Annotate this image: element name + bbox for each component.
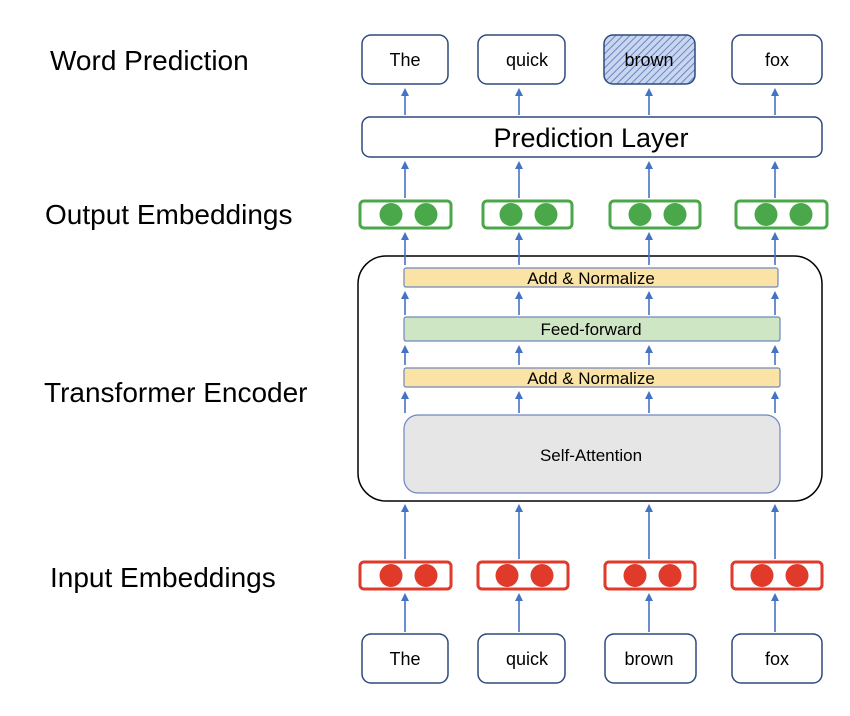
input-word-box [604,633,697,684]
output-embeddings [358,199,829,230]
input-word-the: The [389,649,420,669]
feed-forward-label: Feed-forward [540,320,641,339]
input-embedding [358,560,453,591]
input-embedding [730,560,824,591]
output-embedding [358,199,453,230]
row-label-transformer-encoder: Transformer Encoder [44,377,308,408]
output-word-boxes: The quick brown fox [361,34,823,85]
add-normalize-top-bar [403,267,779,288]
input-word-brown: brown [624,649,673,669]
row-label-input-embeddings: Input Embeddings [50,562,276,593]
input-word-box [731,633,823,684]
output-word-brown: brown [624,50,673,70]
output-word-quick: quick [506,50,549,70]
output-embedding [734,199,829,230]
output-word-box [731,34,823,85]
self-attention-box [403,414,781,494]
row-label-word-prediction: Word Prediction [50,45,249,76]
input-word-fox: fox [765,649,789,669]
output-word-fox: fox [765,50,789,70]
row-label-output-embeddings: Output Embeddings [45,199,293,230]
self-attention-label: Self-Attention [540,446,642,465]
masked-output-word-box [603,34,696,85]
output-embedding [481,199,574,230]
arrows [401,88,779,632]
output-word-box [477,34,566,85]
input-embedding [603,560,697,591]
add-normalize-top-label: Add & Normalize [527,269,655,288]
add-normalize-bottom-label: Add & Normalize [527,369,655,388]
input-word-box [361,633,449,684]
output-word-the: The [389,50,420,70]
input-embedding [476,560,570,591]
prediction-layer-box [361,116,823,158]
input-embeddings [358,560,824,591]
add-normalize-bottom-bar [403,367,781,388]
prediction-layer-label: Prediction Layer [493,123,688,153]
input-word-boxes: The quick brown fox [361,633,823,684]
input-word-box [477,633,566,684]
input-word-quick: quick [506,649,549,669]
output-word-box [361,34,449,85]
feed-forward-bar [403,316,781,342]
output-embedding [608,199,702,230]
